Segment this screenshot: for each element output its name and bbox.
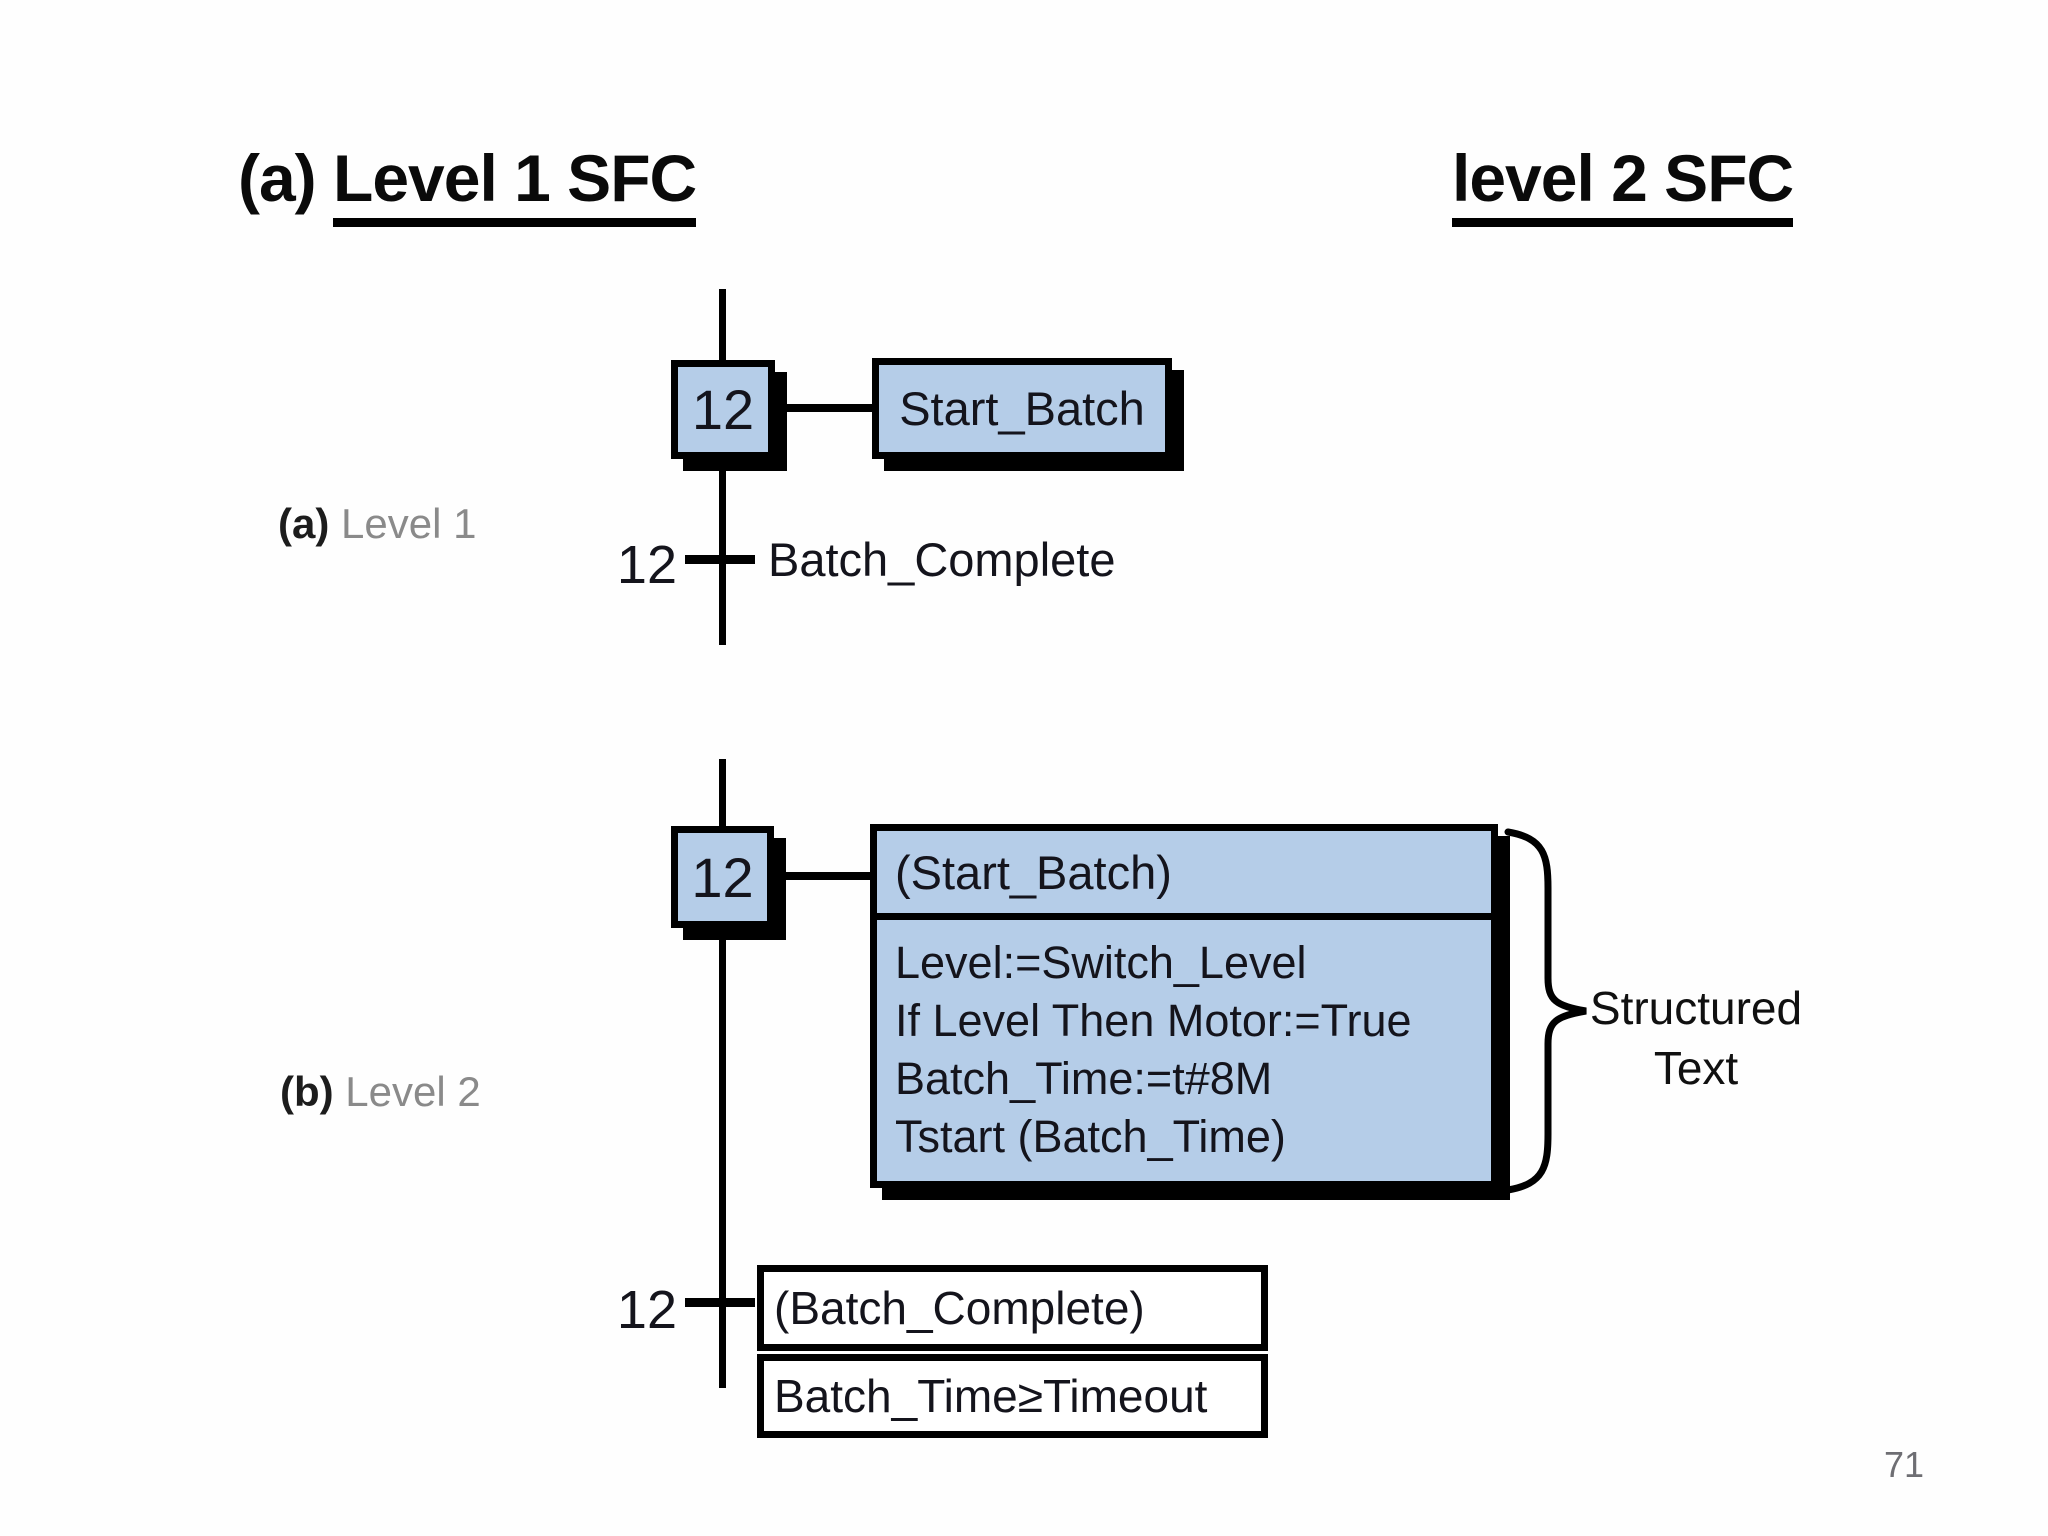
title-level1-sfc: (a) Level 1 SFC xyxy=(238,140,697,227)
title-level2-main: level 2 SFC xyxy=(1452,141,1794,227)
sfc2-structured-text: Level:=Switch_Level If Level Then Motor:… xyxy=(877,920,1491,1166)
sfc2-transition-tick xyxy=(685,1298,755,1307)
caption-level2-text: Level 2 xyxy=(333,1068,481,1115)
structured-text-line: If Level Then Motor:=True xyxy=(895,995,1412,1046)
sfc2-spine-top xyxy=(719,759,726,829)
sfc2-transition-name-box: (Batch_Complete) xyxy=(757,1265,1268,1351)
caption-level1-text: Level 1 xyxy=(329,500,477,547)
caption-level1: (a) Level 1 xyxy=(278,500,476,548)
title-level1-main: Level 1 SFC xyxy=(333,141,697,227)
sfc2-step-box: 12 xyxy=(671,826,774,928)
title-level1-prefix: (a) xyxy=(238,141,317,215)
sfc1-transition-number: 12 xyxy=(616,535,677,595)
sfc1-spine-top xyxy=(719,289,726,364)
sfc1-action-box: Start_Batch xyxy=(872,358,1172,459)
sfc1-action-label: Start_Batch xyxy=(899,382,1145,435)
caption-level2-prefix: (b) xyxy=(280,1068,334,1115)
sfc2-spine-bottom xyxy=(719,925,726,1388)
sfc2-action-header: (Start_Batch) xyxy=(877,831,1491,920)
sfc2-transition-condition-box: Batch_Time≥Timeout xyxy=(757,1354,1268,1438)
page-number: 71 xyxy=(1884,1444,1925,1485)
caption-level2: (b) Level 2 xyxy=(280,1068,481,1116)
sfc1-spine-bottom xyxy=(719,455,726,645)
sfc1-step-number: 12 xyxy=(691,378,755,441)
sfc1-transition-tick xyxy=(685,555,755,564)
sfc1-step-box: 12 xyxy=(671,360,775,459)
curly-brace-icon xyxy=(1504,828,1587,1194)
structured-text-line: Batch_Time:=t#8M xyxy=(895,1053,1273,1104)
sfc2-step-number: 12 xyxy=(691,845,754,909)
structured-text-line: Level:=Switch_Level xyxy=(895,937,1307,988)
sfc2-transition-condition: Batch_Time≥Timeout xyxy=(774,1370,1208,1422)
sfc1-action-connector xyxy=(770,404,874,412)
annotation-line2: Text xyxy=(1653,1042,1739,1094)
sfc2-action-block: (Start_Batch) Level:=Switch_Level If Lev… xyxy=(870,824,1498,1188)
sfc2-transition-number: 12 xyxy=(616,1280,677,1340)
annotation-line1: Structured xyxy=(1589,982,1803,1034)
title-level2-sfc: level 2 SFC xyxy=(1452,140,1794,227)
sfc2-transition-name: (Batch_Complete) xyxy=(774,1282,1145,1334)
sfc1-transition-condition: Batch_Complete xyxy=(768,533,1116,586)
sfc2-action-connector xyxy=(770,872,872,880)
structured-text-annotation: Structured Text xyxy=(1576,978,1816,1098)
structured-text-line: Tstart (Batch_Time) xyxy=(895,1111,1286,1162)
caption-level1-prefix: (a) xyxy=(278,500,330,547)
sfc2-action-header-label: (Start_Batch) xyxy=(895,845,1172,899)
